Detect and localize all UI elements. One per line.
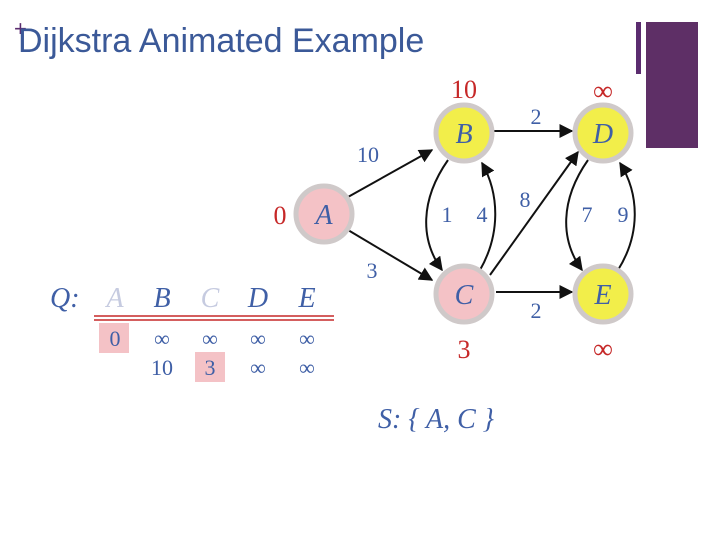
queue-row1-c: ∞ xyxy=(202,326,218,351)
slide-title: Dijkstra Animated Example xyxy=(18,22,425,60)
queue-cell-highlight-a xyxy=(99,323,129,353)
accent-bar-thick xyxy=(646,22,698,148)
queue-row1-a: 0 xyxy=(110,326,121,351)
weight-b-c: 1 xyxy=(442,202,453,227)
edge-b-c xyxy=(425,159,449,272)
queue-header-c: C xyxy=(201,283,220,314)
weight-c-d: 8 xyxy=(520,187,531,212)
queue-header-d: D xyxy=(247,283,268,314)
node-b: B xyxy=(433,102,495,164)
title-plus-icon: + xyxy=(14,16,27,41)
weight-c-e: 2 xyxy=(531,298,542,323)
queue-header-b: B xyxy=(153,283,170,314)
queue-row2-d: ∞ xyxy=(250,355,266,380)
weight-c-b: 4 xyxy=(477,202,488,227)
accent-bar-thin xyxy=(636,22,641,74)
weight-b-d: 2 xyxy=(531,104,542,129)
queue-row2-c: 3 xyxy=(205,355,216,380)
dist-d: ∞ xyxy=(593,76,613,107)
queue-header-a: A xyxy=(104,283,124,314)
dist-a: 0 xyxy=(274,201,287,230)
node-a: A xyxy=(293,183,355,245)
edge-a-c xyxy=(347,229,434,281)
edge-d-e xyxy=(565,159,589,272)
edge-e-d xyxy=(617,161,636,271)
node-c-label: C xyxy=(455,280,474,311)
node-e: E xyxy=(572,263,634,325)
node-d-label: D xyxy=(592,119,613,150)
node-d: D xyxy=(572,102,634,164)
dist-b: 10 xyxy=(451,75,477,104)
node-a-label: A xyxy=(313,200,333,231)
weight-d-e: 7 xyxy=(582,202,593,227)
queue-label: Q: xyxy=(50,283,80,314)
queue-row1-e: ∞ xyxy=(299,326,315,351)
node-b-label: B xyxy=(455,119,472,150)
queue-row2-e: ∞ xyxy=(299,355,315,380)
node-e-label: E xyxy=(593,280,611,311)
weight-a-c: 3 xyxy=(367,258,378,283)
edge-c-b xyxy=(479,161,497,271)
edge-a-b xyxy=(347,149,434,198)
edge-c-d xyxy=(489,150,579,276)
settled-set: S: { A, C } xyxy=(378,404,494,435)
dist-e: ∞ xyxy=(593,334,613,365)
queue-row1-b: ∞ xyxy=(154,326,170,351)
weight-a-b: 10 xyxy=(357,142,379,167)
queue-cell-highlight-c xyxy=(195,352,225,382)
queue-row1-d: ∞ xyxy=(250,326,266,351)
dist-c: 3 xyxy=(458,335,471,364)
queue-header-e: E xyxy=(297,283,315,314)
node-c: C xyxy=(433,263,495,325)
weight-e-d: 9 xyxy=(618,202,629,227)
queue-row2-b: 10 xyxy=(151,355,173,380)
